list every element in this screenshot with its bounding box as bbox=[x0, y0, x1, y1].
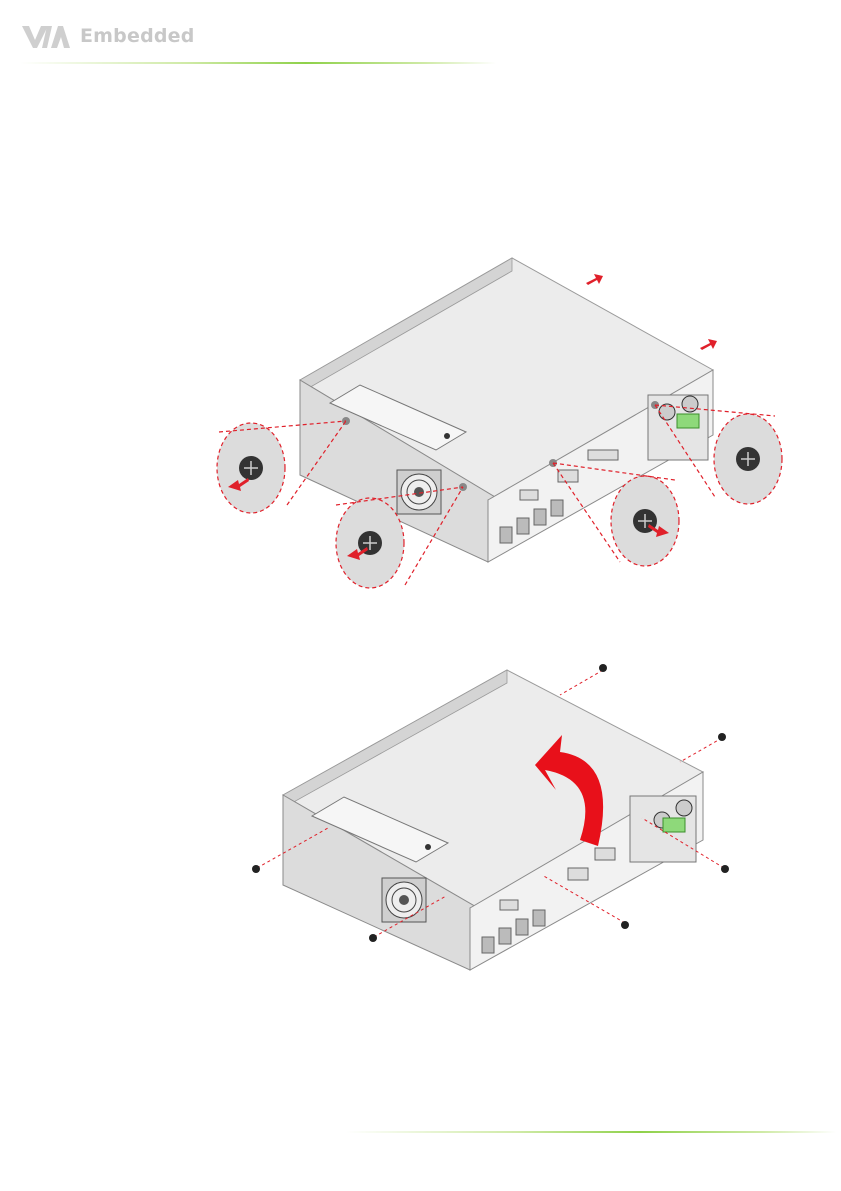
via-logo-mark bbox=[20, 22, 72, 50]
logo-text: Embedded bbox=[80, 25, 195, 47]
via-embedded-logo: Embedded bbox=[20, 22, 195, 50]
header-divider bbox=[20, 62, 496, 64]
chassis-illustration-open bbox=[283, 670, 703, 970]
figure-lift-cover bbox=[0, 640, 841, 1000]
page-header: Embedded bbox=[20, 22, 500, 66]
footer-divider bbox=[346, 1131, 836, 1133]
figure-remove-screws bbox=[0, 230, 841, 600]
